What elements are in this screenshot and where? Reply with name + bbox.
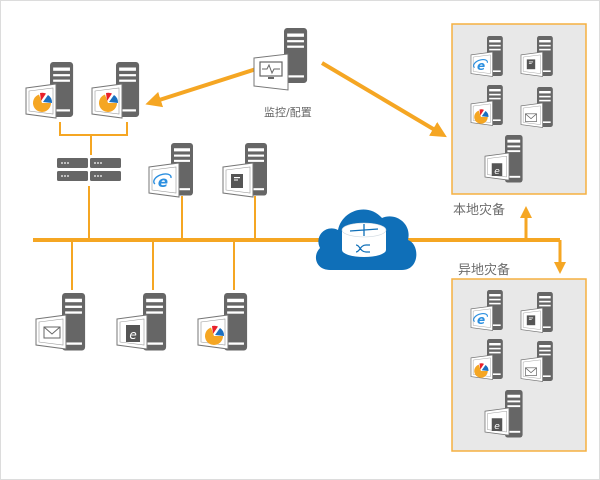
bi-server[interactable] [197,293,248,351]
web-server-top[interactable] [148,143,193,198]
local-backup-label: 本地灾备 [453,203,506,218]
storage-array-icon [57,158,121,181]
app-server-2[interactable] [91,62,140,119]
edge-document-icon [126,325,140,342]
edge-document-icon [491,418,503,432]
arrow-monitor-to-local [320,61,447,138]
edge-document-icon [491,163,503,177]
app-server-1[interactable] [25,62,74,119]
monitor-config-label: 监控/配置 [264,106,312,119]
document-icon [526,315,536,326]
document-icon [526,59,536,70]
edge-server[interactable] [116,293,167,351]
document-icon [231,174,243,188]
router-icon [341,222,387,257]
app-servers-link [59,122,128,136]
mail-server[interactable] [35,293,86,351]
cloud-router[interactable] [315,209,417,270]
mail-icon [525,113,537,122]
remote-backup-label: 异地灾备 [458,263,511,278]
mail-icon [43,326,61,339]
remote-backup-box[interactable] [451,278,587,452]
local-backup-box[interactable] [451,23,587,195]
mail-icon [525,367,537,376]
monitor-server[interactable] [253,28,308,91]
storage-switch[interactable] [57,158,121,181]
file-server-top[interactable] [222,143,267,198]
